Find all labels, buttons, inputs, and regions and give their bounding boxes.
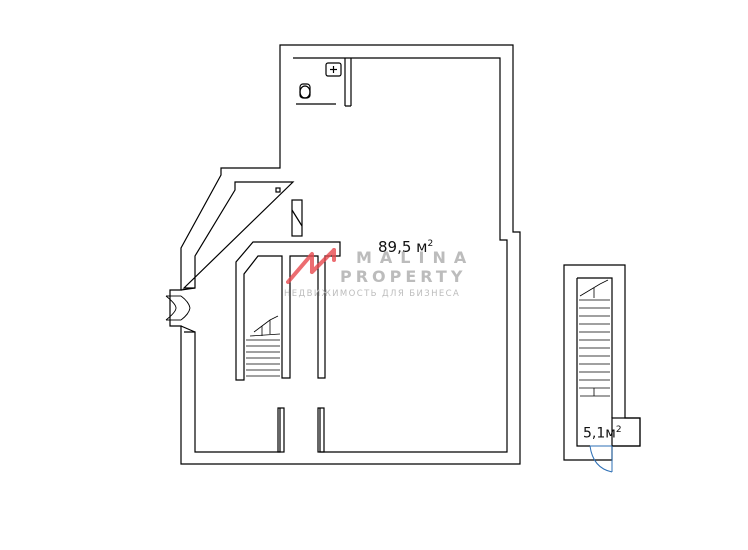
main-area-label: 89,5 м2 — [378, 238, 433, 256]
main-stair-treads — [246, 315, 281, 377]
main-area-unit-sup: 2 — [427, 239, 434, 249]
stair-area-label: 5,1м2 — [583, 425, 622, 442]
stair-area-unit-sup: 2 — [615, 425, 622, 435]
main-entrance-door — [165, 295, 191, 321]
main-outer-wall — [169, 44, 521, 465]
watermark-brand-line1: MALINA — [356, 248, 475, 267]
stairwell-door — [589, 445, 613, 473]
bathroom-wall — [344, 58, 352, 107]
watermark-tagline: НЕДВИЖИМОСТЬ ДЛЯ БИЗНЕСА — [284, 289, 461, 299]
malina-logo-icon — [286, 248, 336, 284]
stairwell-treads — [579, 279, 610, 397]
sink-icon — [325, 62, 342, 77]
partition-stub-right — [317, 407, 325, 453]
stair-enclosure-wall — [235, 241, 341, 381]
main-area-value: 89,5 м — [378, 238, 428, 256]
stairwell-inner-wall — [576, 277, 613, 447]
partition-stub-left — [277, 407, 285, 453]
watermark-brand-line2: PROPERTY — [340, 267, 467, 286]
watermark: MALINA PROPERTY НЕДВИЖИМОСТЬ ДЛЯ БИЗНЕСА — [282, 246, 482, 306]
stair-area-value: 5,1м — [583, 425, 616, 442]
